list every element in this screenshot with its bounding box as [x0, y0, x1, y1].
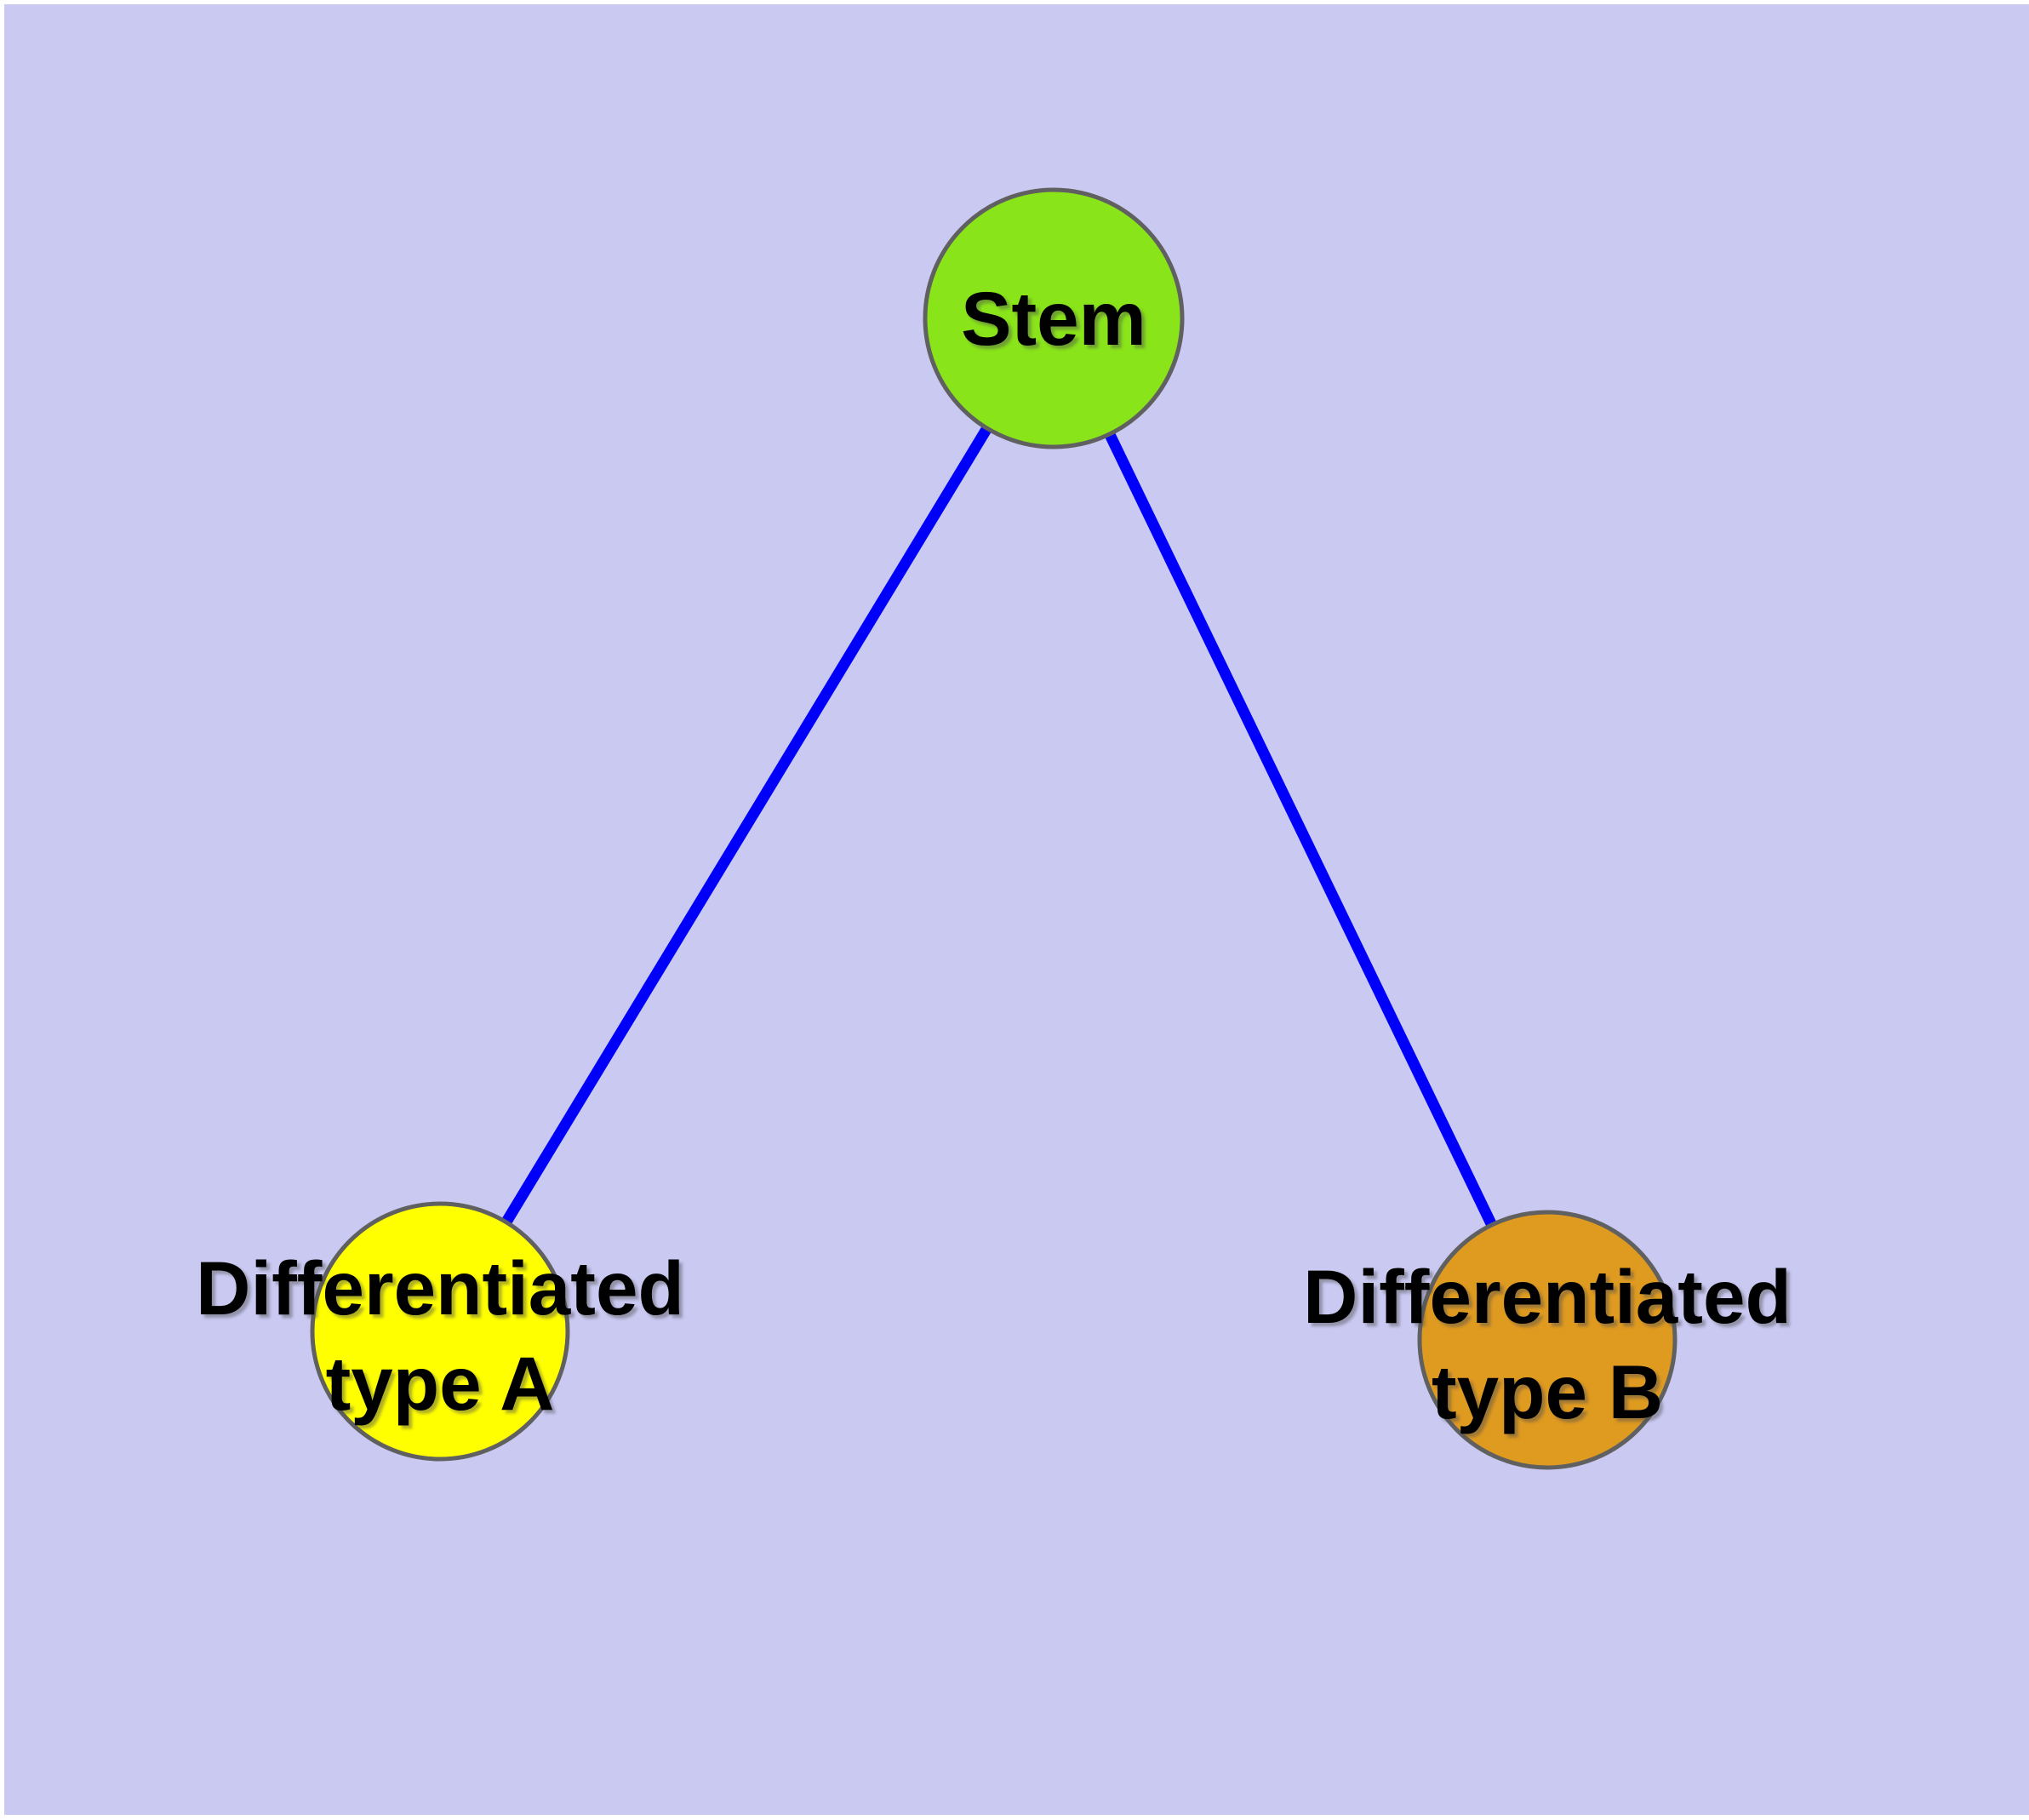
edge-stem-to-type-b[interactable] [1049, 316, 1552, 1342]
node-type-a-label-line2: type A [326, 1341, 555, 1426]
node-type-a-label-line1: Differentiated [196, 1245, 684, 1331]
node-type-a-circle[interactable] [310, 1201, 570, 1462]
node-type-b-label-line1: Differentiated [1303, 1254, 1792, 1339]
node-type-b-circle[interactable] [1417, 1210, 1677, 1470]
node-type-b-label-line2: type B [1432, 1349, 1663, 1434]
node-stem-label: Stem [961, 276, 1146, 361]
node-stem[interactable]: Stem [923, 187, 1185, 449]
node-differentiated-type-b[interactable]: Differentiated type B [1303, 1210, 1792, 1470]
node-stem-circle[interactable] [923, 187, 1185, 449]
edge-stem-to-type-a[interactable] [435, 315, 1059, 1335]
node-differentiated-type-a[interactable]: Differentiated type A [196, 1201, 684, 1462]
edge-layer [435, 315, 1552, 1342]
